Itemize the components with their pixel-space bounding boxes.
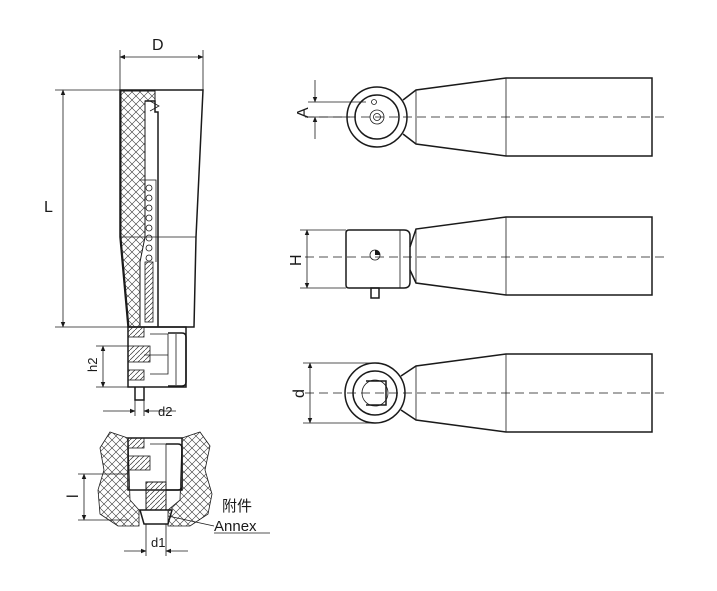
base-mechanism [127,326,187,401]
dim-L-label: L [44,199,53,216]
dim-D-label: D [152,37,164,54]
spring [140,179,157,262]
dim-d1-label: d1 [151,535,165,550]
bottom-view-3: d [291,353,665,433]
installation-detail: 附件 Annex l d1 [65,431,270,556]
dim-d2-label: d2 [158,404,172,419]
annex-en-label: Annex [214,518,257,535]
dim-d-label: d [291,389,308,398]
top-view-1: A [295,77,665,157]
dim-h2-label: h2 [85,358,100,372]
side-view-2: H [288,216,665,299]
dim-H-label: H [288,254,305,266]
annex-cn-label: 附件 [222,498,252,515]
dim-l-label: l [65,494,82,498]
section-view: D L [44,37,204,419]
dim-A-label: A [295,107,312,118]
